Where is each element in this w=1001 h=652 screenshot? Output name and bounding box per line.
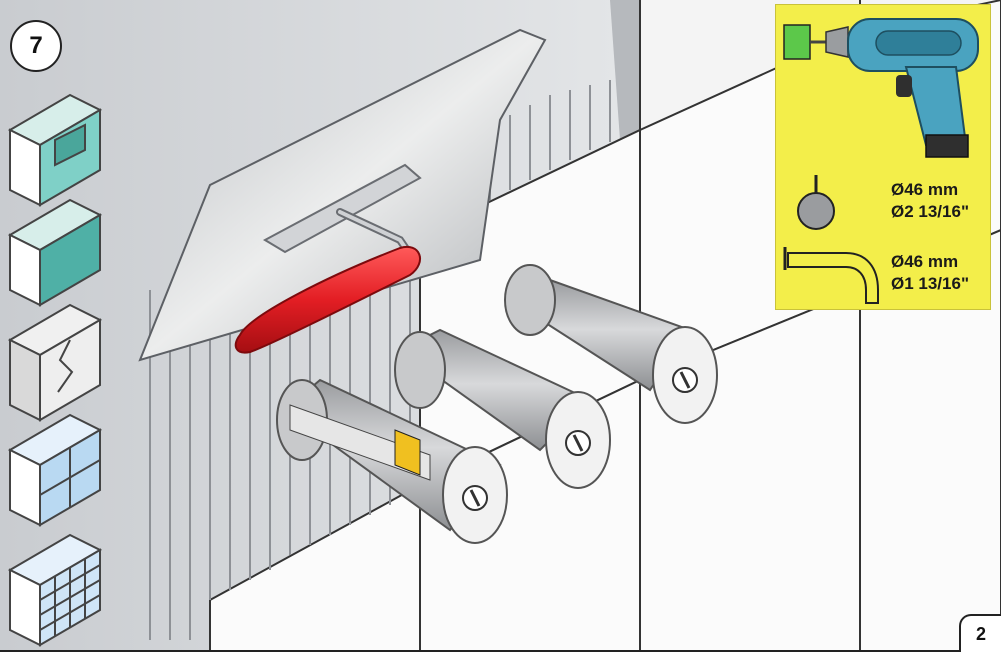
hole-saw-bit [783, 24, 811, 60]
trowel [138, 28, 547, 362]
step-number: 7 [29, 32, 43, 59]
page-number: 2 [975, 623, 986, 644]
plug-right [504, 264, 718, 424]
plug-middle [394, 328, 611, 489]
hole-diameter-imperial-b: Ø1 13/16" [891, 274, 970, 293]
tile-icon-stone [7, 303, 103, 422]
drill-icon [783, 18, 979, 158]
plaster-guard-plugs [276, 264, 718, 544]
bottom-rule [0, 650, 1001, 652]
trowel-handle [234, 245, 421, 354]
tile-icon-l-shape [7, 93, 103, 207]
tile-icon-quad [7, 413, 103, 527]
tile-icon-solid [7, 198, 103, 307]
hole-diameter-metric-a: Ø46 mm [891, 180, 959, 199]
hole-spec-spout: Ø46 mm Ø1 13/16" [891, 251, 969, 295]
page-number-tab: 2 [959, 614, 1001, 652]
tile-type-icons [7, 93, 103, 647]
shower-head-icon [797, 175, 835, 230]
spout-icon [783, 247, 879, 304]
plug-front-labeled [276, 378, 508, 544]
hole-diameter-metric-b: Ø46 mm [891, 252, 959, 271]
hole-spec-shower: Ø46 mm Ø2 13/16" [891, 179, 969, 223]
drill-info-panel: Ø46 mm Ø2 13/16" Ø46 mm Ø1 13/16" [775, 4, 991, 310]
hole-diameter-imperial-a: Ø2 13/16" [891, 202, 970, 221]
step-number-badge: 7 [10, 20, 62, 72]
tile-icon-mosaic [7, 533, 103, 647]
